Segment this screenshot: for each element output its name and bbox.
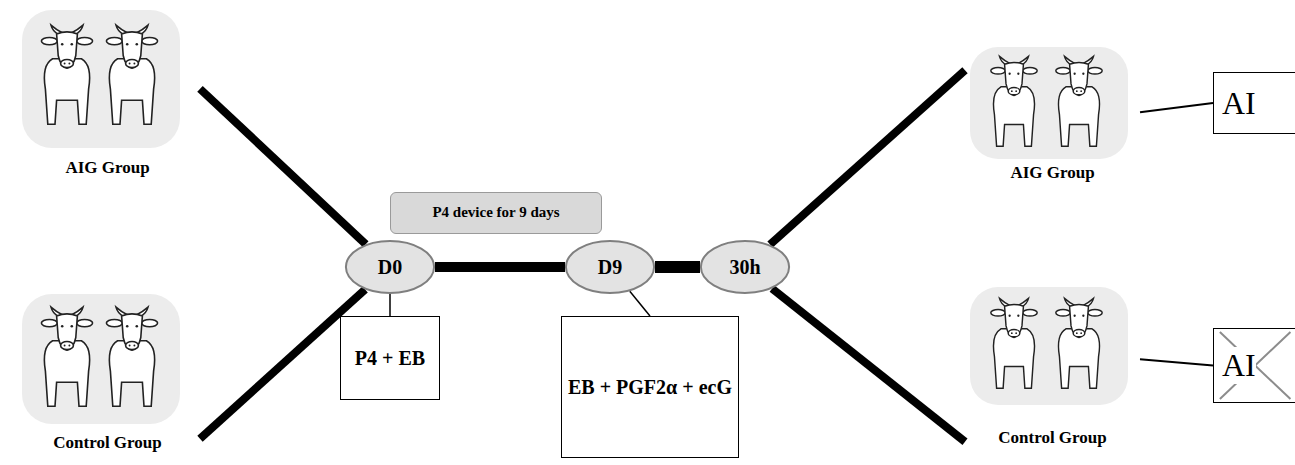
- group-label: Control Group: [15, 292, 200, 455]
- node-text: AI: [1222, 347, 1256, 384]
- node-text: P4 device for 9 days: [432, 204, 559, 221]
- node-text: AIG Group: [65, 158, 149, 178]
- treatment-box: EB + PGF2α + ecG: [561, 316, 739, 458]
- cow-pair: [22, 10, 180, 148]
- connector-line: [389, 294, 391, 316]
- cow-pair: [970, 47, 1128, 159]
- connector-line: [1140, 359, 1213, 365]
- device-box: P4 device for 9 days: [390, 192, 602, 234]
- connector-line: [630, 291, 650, 316]
- node-text: EB + PGF2α + ecG: [568, 376, 732, 399]
- ai-crossed-box: AI: [1213, 328, 1295, 403]
- cow-pair: [970, 287, 1128, 405]
- node-text: Control Group: [53, 433, 161, 453]
- connector-line: [435, 262, 565, 272]
- cow-pair: [22, 294, 180, 424]
- group-label: AIG Group: [965, 45, 1140, 185]
- treatment-box: P4 + EB: [340, 316, 440, 400]
- node-text: D9: [598, 256, 622, 279]
- node-text: AIG Group: [1010, 163, 1094, 183]
- node-text: 30h: [729, 256, 760, 279]
- node-text: D0: [378, 256, 402, 279]
- node-text: AI: [1222, 85, 1256, 122]
- day-ellipse: D9: [565, 240, 655, 294]
- day-ellipse: D0: [345, 240, 435, 294]
- connector-line: [200, 89, 366, 244]
- connector-line: [770, 70, 965, 244]
- time-ellipse: 30h: [700, 240, 790, 294]
- connector-line: [772, 289, 965, 442]
- node-text: Control Group: [998, 428, 1106, 448]
- group-label: Control Group: [965, 285, 1140, 450]
- node-text: P4 + EB: [355, 347, 425, 370]
- connector-line: [1140, 103, 1213, 112]
- ai-box: AI: [1213, 72, 1295, 134]
- connector-line: [655, 261, 700, 273]
- group-label: AIG Group: [15, 8, 200, 180]
